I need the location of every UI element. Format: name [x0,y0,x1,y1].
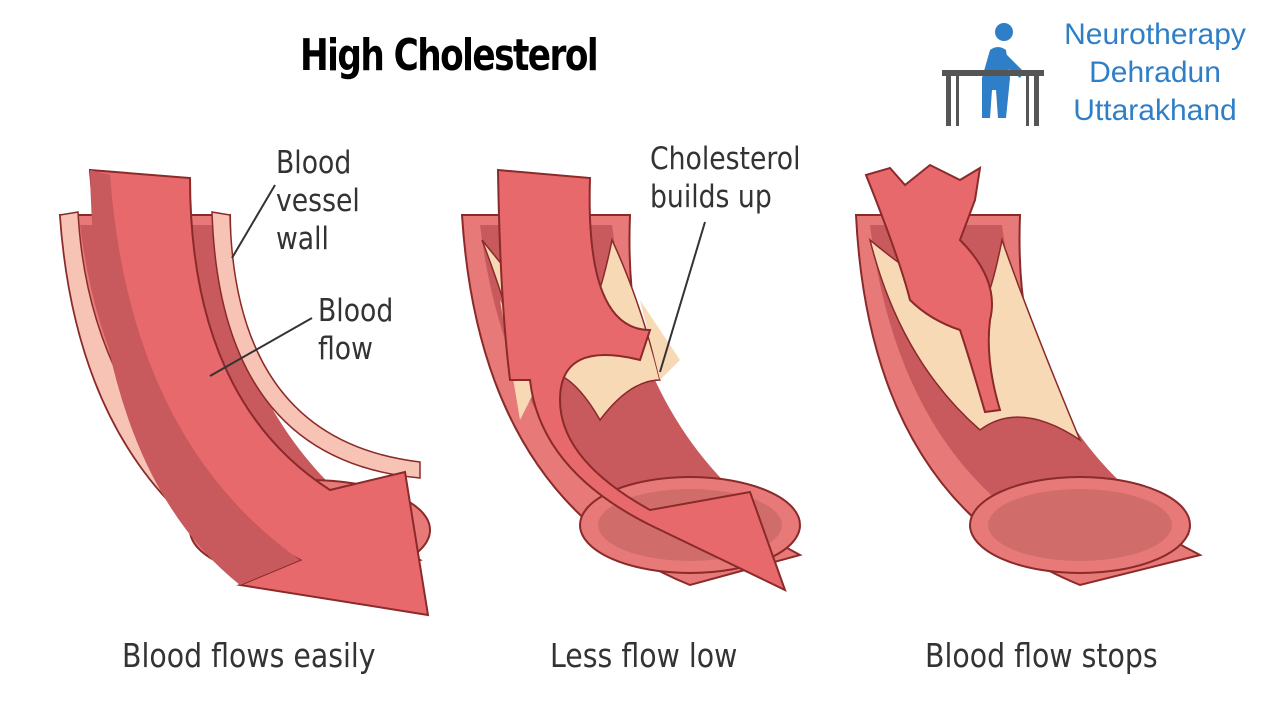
therapist-with-table-icon [942,23,1044,126]
label-line: Blood [276,145,352,181]
brand-line-1: Neurotherapy [1064,18,1246,51]
caption-panel-2: Less flow low [550,636,738,675]
label-line: builds up [650,179,772,215]
label-line: vessel [276,183,360,219]
page-title: High Cholesterol [300,30,599,81]
reduced-flow-arrow [496,168,787,592]
stopped-flow-arrow [864,163,1002,414]
blocked-vessel [854,163,1203,587]
brand-line-3: Uttarakhand [1073,94,1237,127]
label-line: Blood [318,293,394,329]
brand-line-2: Dehradun [1089,56,1221,89]
label-cholesterol-builds-up: Cholesterol builds up [650,140,800,216]
label-blood-vessel-wall: Blood vessel wall [276,144,360,258]
label-line: wall [276,221,329,257]
label-blood-flow: Blood flow [318,292,393,368]
label-line: Cholesterol [650,141,801,177]
brand-name: Neurotherapy Dehradun Uttarakhand [1040,16,1270,130]
caption-panel-3: Blood flow stops [925,636,1158,675]
label-line: flow [318,331,373,367]
healthy-vessel [58,168,431,617]
caption-panel-1: Blood flows easily [122,636,376,675]
partially-blocked-vessel [460,168,803,592]
